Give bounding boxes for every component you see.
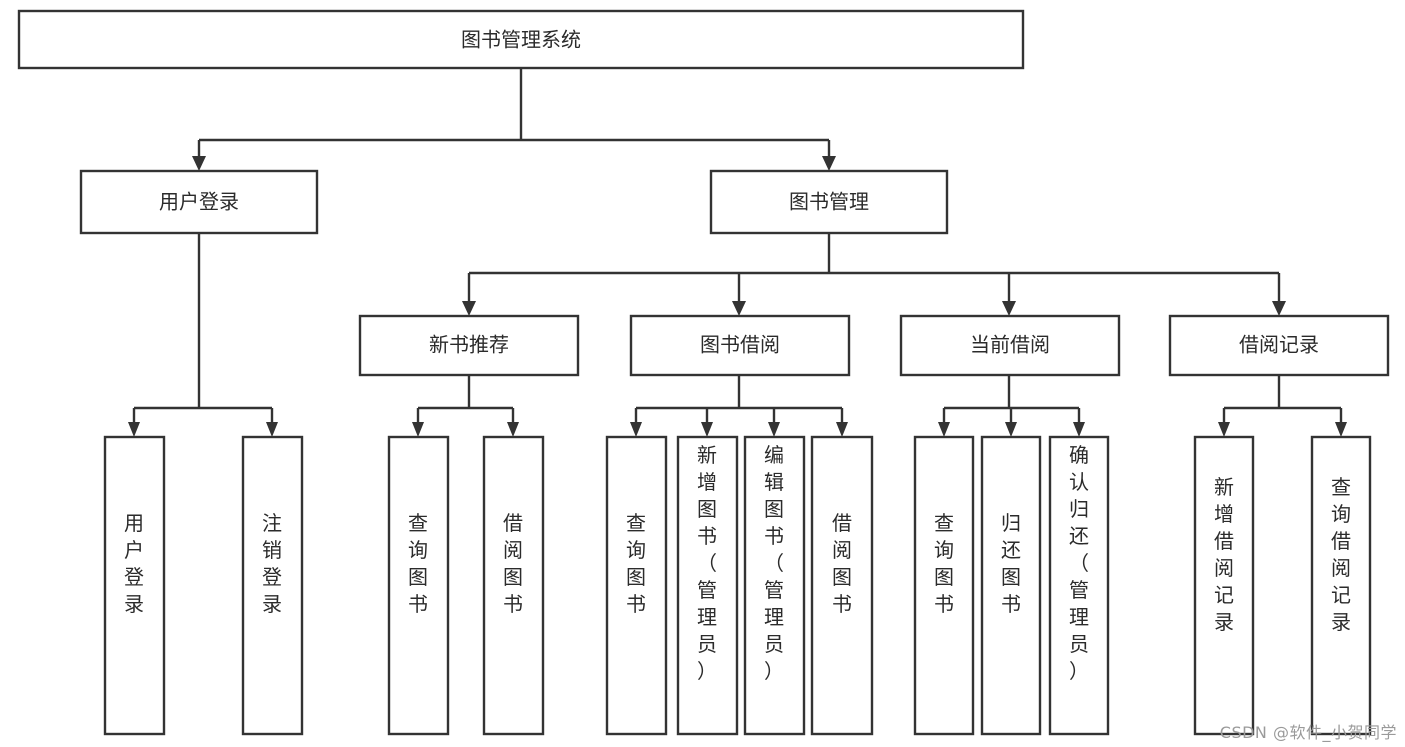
node-new-book-rec-label: 新书推荐 (429, 333, 509, 357)
node-root[interactable]: 图书管理系统 (17, 9, 1025, 70)
node-user-login-label: 用户登录 (159, 190, 239, 214)
arrow-bb-to-borrow-book (836, 422, 848, 437)
node-leaf-add-book-label: 新增图书（管理员） (697, 443, 717, 683)
node-leaf-return-book[interactable]: 归还图书 (980, 435, 1042, 736)
node-leaf-logout-label: 注销登录 (262, 511, 282, 616)
node-leaf-query-book-1-label: 查询图书 (408, 511, 428, 616)
connector-layer (128, 68, 1347, 437)
node-leaf-confirm-return-box[interactable] (1048, 435, 1110, 736)
arrow-ul-to-leaf-user-login (128, 422, 140, 437)
node-leaf-query-record-box[interactable] (1310, 435, 1372, 736)
arrow-bm-to-borrow-record (1272, 301, 1286, 316)
node-leaf-return-book-label: 归还图书 (1001, 511, 1021, 616)
node-leaf-borrow-book-1-box[interactable] (482, 435, 545, 736)
node-leaf-borrow-book-2[interactable]: 借阅图书 (810, 435, 874, 736)
arrow-cb-to-query-book (938, 422, 950, 437)
node-leaf-user-login-box[interactable] (103, 435, 166, 736)
node-book-manage[interactable]: 图书管理 (709, 169, 949, 235)
arrow-bm-to-book-borrow (732, 301, 746, 316)
node-user-login[interactable]: 用户登录 (79, 169, 319, 235)
node-leaf-query-record[interactable]: 查询借阅记录 (1310, 435, 1372, 736)
node-leaf-user-login-label: 用户登录 (124, 511, 144, 616)
arrow-root-to-book-manage (822, 156, 836, 171)
node-book-borrow[interactable]: 图书借阅 (629, 314, 851, 377)
arrow-bm-to-current-borrow (1002, 301, 1016, 316)
node-leaf-add-record[interactable]: 新增借阅记录 (1193, 435, 1255, 736)
node-root-label: 图书管理系统 (461, 28, 581, 52)
node-book-manage-label: 图书管理 (789, 190, 869, 214)
node-book-manage-box[interactable] (709, 169, 949, 235)
node-leaf-query-record-label: 查询借阅记录 (1331, 475, 1351, 634)
arrow-nbr-to-query-book (412, 422, 424, 437)
node-leaf-query-book-3-box[interactable] (913, 435, 975, 736)
arrow-br-to-query-record (1335, 422, 1347, 437)
arrow-root-to-user-login (192, 156, 206, 171)
node-new-book-rec[interactable]: 新书推荐 (358, 314, 580, 377)
node-book-borrow-box[interactable] (629, 314, 851, 377)
node-current-borrow-box[interactable] (899, 314, 1121, 377)
node-leaf-edit-book-box[interactable] (743, 435, 806, 736)
node-user-login-box[interactable] (79, 169, 319, 235)
node-leaf-confirm-return-label: 确认归还（管理员） (1069, 443, 1089, 683)
node-root-box[interactable] (17, 9, 1025, 70)
node-leaf-borrow-book-2-box[interactable] (810, 435, 874, 736)
arrow-bm-to-new-book-rec (462, 301, 476, 316)
arrow-bb-to-edit-book (768, 422, 780, 437)
node-leaf-return-book-box[interactable] (980, 435, 1042, 736)
node-leaf-query-book-2[interactable]: 查询图书 (605, 435, 668, 736)
node-leaf-user-login[interactable]: 用户登录 (103, 435, 166, 736)
arrow-bb-to-add-book (701, 422, 713, 437)
node-leaf-edit-book[interactable]: 编辑图书（管理员） (743, 435, 806, 736)
node-leaf-edit-book-label: 编辑图书（管理员） (764, 443, 784, 683)
node-new-book-rec-box[interactable] (358, 314, 580, 377)
node-borrow-record-label: 借阅记录 (1239, 333, 1319, 357)
node-leaf-query-book-1[interactable]: 查询图书 (387, 435, 450, 736)
node-leaf-query-book-1-box[interactable] (387, 435, 450, 736)
node-borrow-record[interactable]: 借阅记录 (1168, 314, 1390, 377)
node-leaf-add-record-box[interactable] (1193, 435, 1255, 736)
node-leaf-borrow-book-1-label: 借阅图书 (503, 511, 523, 616)
node-leaf-query-book-3-label: 查询图书 (934, 511, 954, 616)
node-leaf-add-book[interactable]: 新增图书（管理员） (676, 435, 739, 736)
node-leaf-query-book-3[interactable]: 查询图书 (913, 435, 975, 736)
node-leaf-add-record-label: 新增借阅记录 (1214, 475, 1234, 634)
node-leaf-logout[interactable]: 注销登录 (241, 435, 304, 736)
arrow-bb-to-query-book (630, 422, 642, 437)
arrow-cb-to-return-book (1005, 422, 1017, 437)
arrow-cb-to-confirm-return (1073, 422, 1085, 437)
node-leaf-borrow-book-1[interactable]: 借阅图书 (482, 435, 545, 736)
arrow-nbr-to-borrow-book (507, 422, 519, 437)
node-current-borrow-label: 当前借阅 (970, 333, 1050, 357)
node-leaf-add-book-box[interactable] (676, 435, 739, 736)
node-leaf-query-book-2-label: 查询图书 (626, 511, 646, 616)
node-leaf-query-book-2-box[interactable] (605, 435, 668, 736)
node-book-borrow-label: 图书借阅 (700, 333, 780, 357)
node-leaf-borrow-book-2-label: 借阅图书 (832, 511, 852, 616)
arrow-br-to-add-record (1218, 422, 1230, 437)
node-leaf-logout-box[interactable] (241, 435, 304, 736)
node-current-borrow[interactable]: 当前借阅 (899, 314, 1121, 377)
arrow-ul-to-leaf-logout (266, 422, 278, 437)
node-borrow-record-box[interactable] (1168, 314, 1390, 377)
node-leaf-confirm-return[interactable]: 确认归还（管理员） (1048, 435, 1110, 736)
